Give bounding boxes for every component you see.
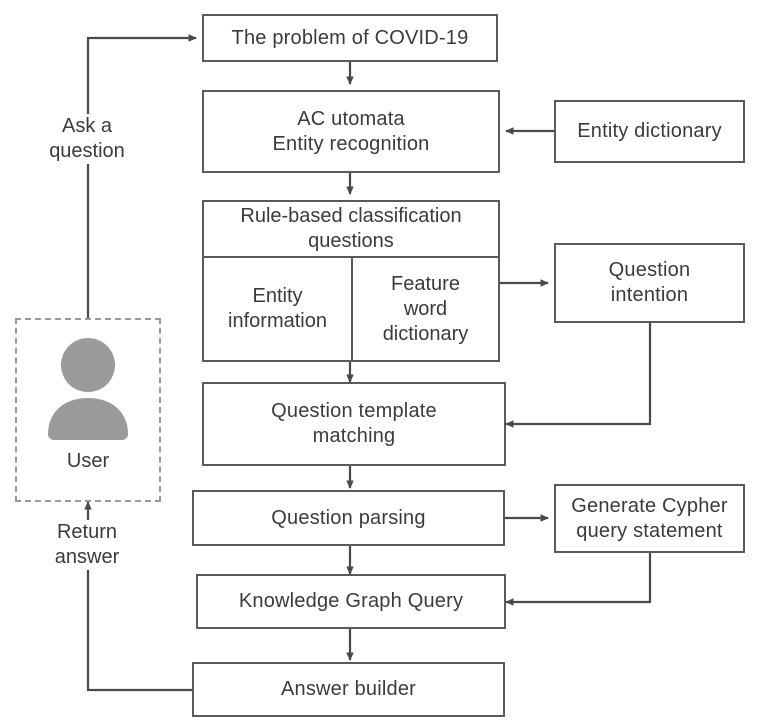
node-entity-information[interactable]: Entity information: [228, 285, 327, 332]
node-knowledge-graph-query[interactable]: Knowledge Graph Query: [196, 574, 506, 629]
user-label: User: [66, 450, 110, 472]
node-question-template-matching[interactable]: Question template matching: [202, 382, 506, 466]
node-question-parsing[interactable]: Question parsing: [192, 490, 505, 546]
edge-cypher-to-kgquery: [505, 553, 652, 606]
user-avatar-icon: [48, 338, 128, 440]
edge-ask-question: [86, 34, 197, 318]
edge-label-ask-a-question: Ask a question: [22, 114, 152, 164]
node-answer-builder[interactable]: Answer builder: [192, 662, 505, 717]
node-problem-of-covid19[interactable]: The problem of COVID-19: [202, 14, 498, 62]
node-entity-dictionary[interactable]: Entity dictionary: [554, 100, 745, 163]
node-generate-cypher-query-statement[interactable]: Generate Cypher query statement: [554, 484, 745, 553]
node-feature-word-dictionary[interactable]: Feature word dictionary: [351, 258, 498, 360]
rule-based-subcells: Entity information Feature word dictiona…: [204, 258, 498, 360]
node-rule-based-header: Rule-based classification questions: [204, 202, 498, 258]
node-ac-automata-entity-recognition[interactable]: AC utomata Entity recognition: [202, 90, 500, 173]
node-rule-based-classification[interactable]: Rule-based classification questions Enti…: [202, 200, 500, 362]
edge-label-return-answer: Return answer: [22, 520, 152, 570]
node-question-intention[interactable]: Question intention: [554, 243, 745, 323]
user-zone[interactable]: User: [15, 318, 161, 502]
edge-intention-to-template: [505, 323, 652, 428]
